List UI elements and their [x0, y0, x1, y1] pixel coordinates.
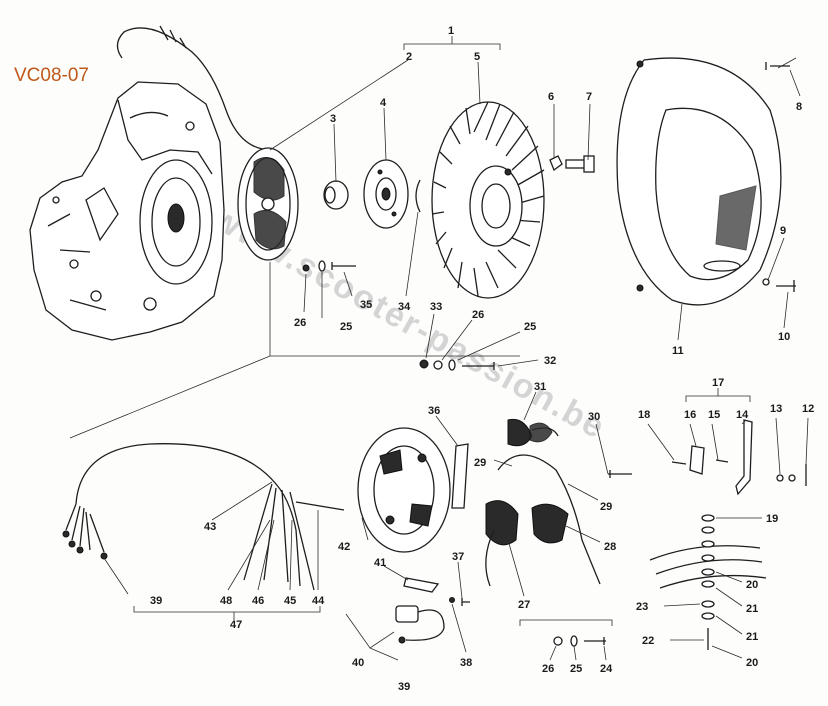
ref-label-4: 4: [380, 97, 387, 109]
ref-label-11: 11: [672, 345, 684, 357]
ref-label-14: 14: [736, 409, 749, 421]
flywheel-fan: [431, 101, 545, 299]
washer-stack: [649, 514, 767, 650]
screw-37: [461, 598, 470, 606]
spacer-bush: [323, 180, 349, 210]
fan-screw: [549, 155, 595, 173]
screw-18: [671, 461, 687, 465]
ref-label-48: 48: [220, 595, 232, 607]
ref-label-41: 41: [374, 557, 386, 569]
ref-label-31: 31: [534, 381, 546, 393]
washer: [762, 278, 770, 286]
ref-label-29a: 29: [474, 457, 486, 469]
pickup-coil: [507, 418, 559, 447]
ref-label-25a: 25: [340, 321, 352, 333]
screw-24: [584, 637, 606, 645]
circlip: [415, 179, 421, 213]
plate-16: [689, 445, 705, 475]
ref-label-1: 1: [448, 25, 454, 37]
ref-label-5: 5: [474, 51, 480, 63]
ref-label-26c: 26: [542, 663, 554, 675]
ref-label-38: 38: [460, 657, 472, 669]
ref-label-9: 9: [780, 225, 786, 237]
nut-38: [449, 597, 455, 603]
ref-label-26a: 26: [294, 317, 306, 329]
ref-label-12: 12: [802, 403, 814, 415]
ref-label-19: 19: [766, 513, 778, 525]
washer-13a: [776, 474, 784, 482]
ref-label-2: 2: [406, 51, 412, 63]
engine-crankcase: [29, 81, 225, 341]
ref-label-7: 7: [586, 91, 592, 103]
screw-32: [462, 362, 495, 370]
ref-label-18: 18: [638, 409, 650, 421]
fan-cowling: [616, 57, 782, 306]
ref-label-43: 43: [204, 521, 216, 533]
ref-label-3: 3: [330, 113, 336, 125]
ref-label-24: 24: [600, 663, 613, 675]
ref-label-33: 33: [430, 301, 442, 313]
ref-label-32: 32: [544, 355, 556, 367]
lighting-coils: [485, 454, 601, 587]
ref-label-45: 45: [284, 595, 296, 607]
ref-label-16: 16: [684, 409, 696, 421]
flywheel-hub: [363, 159, 409, 229]
condenser: [395, 605, 445, 644]
ref-label-29b: 29: [600, 501, 612, 513]
cowl-screw: [765, 62, 790, 70]
wiring-harness: [62, 443, 345, 591]
nut-33: [419, 359, 429, 369]
ref-label-25b: 25: [524, 321, 536, 333]
ref-label-35: 35: [360, 299, 372, 311]
ref-label-23: 23: [636, 601, 648, 613]
bracket-36: [451, 443, 469, 509]
leader-lines: [69, 36, 809, 661]
catalog-code: VC08-07: [14, 65, 89, 86]
screw-35: [331, 262, 356, 270]
ref-label-47: 47: [230, 619, 242, 631]
ref-label-10: 10: [778, 331, 790, 343]
washer-25: [318, 260, 326, 272]
washer-26b: [433, 360, 443, 370]
washer-25b: [448, 359, 456, 371]
ref-label-39b: 39: [398, 681, 410, 693]
ref-label-6: 6: [548, 91, 554, 103]
bolt: [776, 280, 796, 292]
ref-label-17: 17: [712, 377, 724, 389]
ref-label-21a: 21: [746, 603, 758, 615]
ref-label-28: 28: [604, 541, 616, 553]
ref-label-40: 40: [352, 657, 364, 669]
stator-base-plate: [357, 427, 451, 553]
ref-label-36: 36: [428, 405, 440, 417]
ref-label-20a: 20: [746, 579, 758, 591]
ref-label-44: 44: [312, 595, 325, 607]
ref-label-34: 34: [398, 301, 411, 313]
ref-label-20b: 20: [746, 657, 758, 669]
ref-label-26b: 26: [472, 309, 484, 321]
washer-25c: [570, 635, 578, 647]
ref-label-13: 13: [770, 403, 782, 415]
ref-label-8: 8: [796, 101, 802, 113]
ref-label-37: 37: [452, 551, 464, 563]
screw-30: [608, 470, 632, 478]
ref-label-46: 46: [252, 595, 264, 607]
nut-26c: [553, 636, 563, 646]
ref-label-25c: 25: [570, 663, 582, 675]
clip-41: [403, 577, 440, 593]
nut-26: [302, 264, 310, 272]
ref-label-42: 42: [338, 541, 350, 553]
stator-plate: [237, 147, 299, 261]
ref-label-27: 27: [518, 599, 530, 611]
washer-13b: [788, 474, 796, 482]
reference-numbers: 1 2 3 4 5 6 7 8 9 10 11 12 13 14 15 16 1…: [150, 25, 814, 693]
screw-15: [715, 459, 729, 463]
ref-label-15: 15: [708, 409, 720, 421]
ref-label-39a: 39: [150, 595, 162, 607]
ref-label-22: 22: [642, 635, 654, 647]
lever-14: [735, 419, 753, 496]
ref-label-30: 30: [588, 411, 600, 423]
ref-label-21b: 21: [746, 631, 758, 643]
